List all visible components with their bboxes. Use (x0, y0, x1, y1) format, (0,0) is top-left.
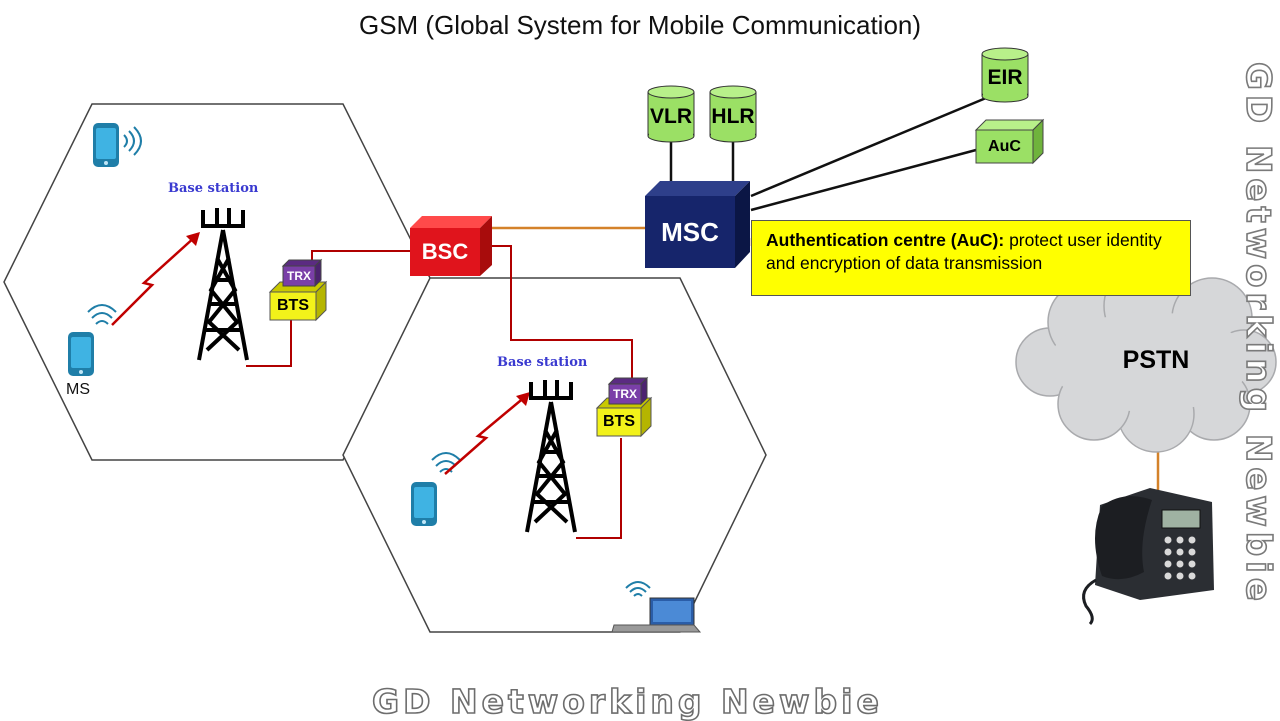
auc-label: AuC (988, 138, 1021, 155)
auc-callout: Authentication centre (AuC): protect use… (751, 220, 1191, 296)
telephone-icon (1082, 488, 1214, 626)
vlr-label: VLR (650, 105, 692, 128)
pstn-cloud-icon (1015, 259, 1277, 453)
trx-label: TRX (287, 269, 311, 283)
trx-box-1 (281, 258, 323, 288)
vlr-database-icon (647, 85, 695, 143)
trx-box-2 (607, 376, 649, 406)
watermark-bottom: GD Networking Newbie (371, 681, 883, 721)
laptop-icon (611, 581, 702, 633)
base-station-label: Base station (168, 181, 259, 196)
bts-label: BTS (603, 413, 635, 430)
mobile-station-icon (68, 332, 94, 376)
signal-waves-icon (123, 126, 142, 156)
mobile-phone-icon (93, 123, 119, 167)
eir-database-icon (981, 47, 1029, 103)
msc-label: MSC (661, 217, 719, 247)
link-msc-auc (750, 148, 977, 212)
antenna-tower-icon (197, 206, 249, 362)
callout-text: protect user identity and encryption of … (766, 230, 1162, 273)
radio-link-arrowhead (516, 392, 530, 406)
cell-1-hexagon (3, 103, 433, 461)
watermark-side: GD Networking Newbie (1237, 61, 1279, 607)
callout-heading: Authentication centre (AuC): (766, 230, 1005, 250)
bsc-label: BSC (421, 239, 469, 264)
trx-label: TRX (613, 387, 637, 401)
hlr-database-icon (709, 85, 757, 143)
link-bts2-bsc (491, 245, 633, 539)
eir-label: EIR (987, 66, 1023, 89)
msc-box (645, 181, 750, 268)
radio-link-icon (111, 235, 197, 326)
mobile-phone-icon (411, 482, 437, 526)
ms-label: MS (66, 381, 90, 398)
base-station-label: Base station (497, 355, 588, 370)
bts-label: BTS (277, 297, 309, 314)
page-title: GSM (Global System for Mobile Communicat… (358, 10, 922, 40)
link-msc-eir (750, 96, 987, 198)
pstn-label: PSTN (1122, 346, 1190, 374)
signal-waves-icon (87, 304, 117, 325)
auc-box (974, 118, 1045, 165)
hlr-label: HLR (711, 105, 755, 128)
bsc-box (410, 216, 492, 276)
cell-2-hexagon (342, 277, 767, 633)
radio-link-icon (444, 395, 527, 475)
radio-link-arrowhead (186, 232, 200, 246)
